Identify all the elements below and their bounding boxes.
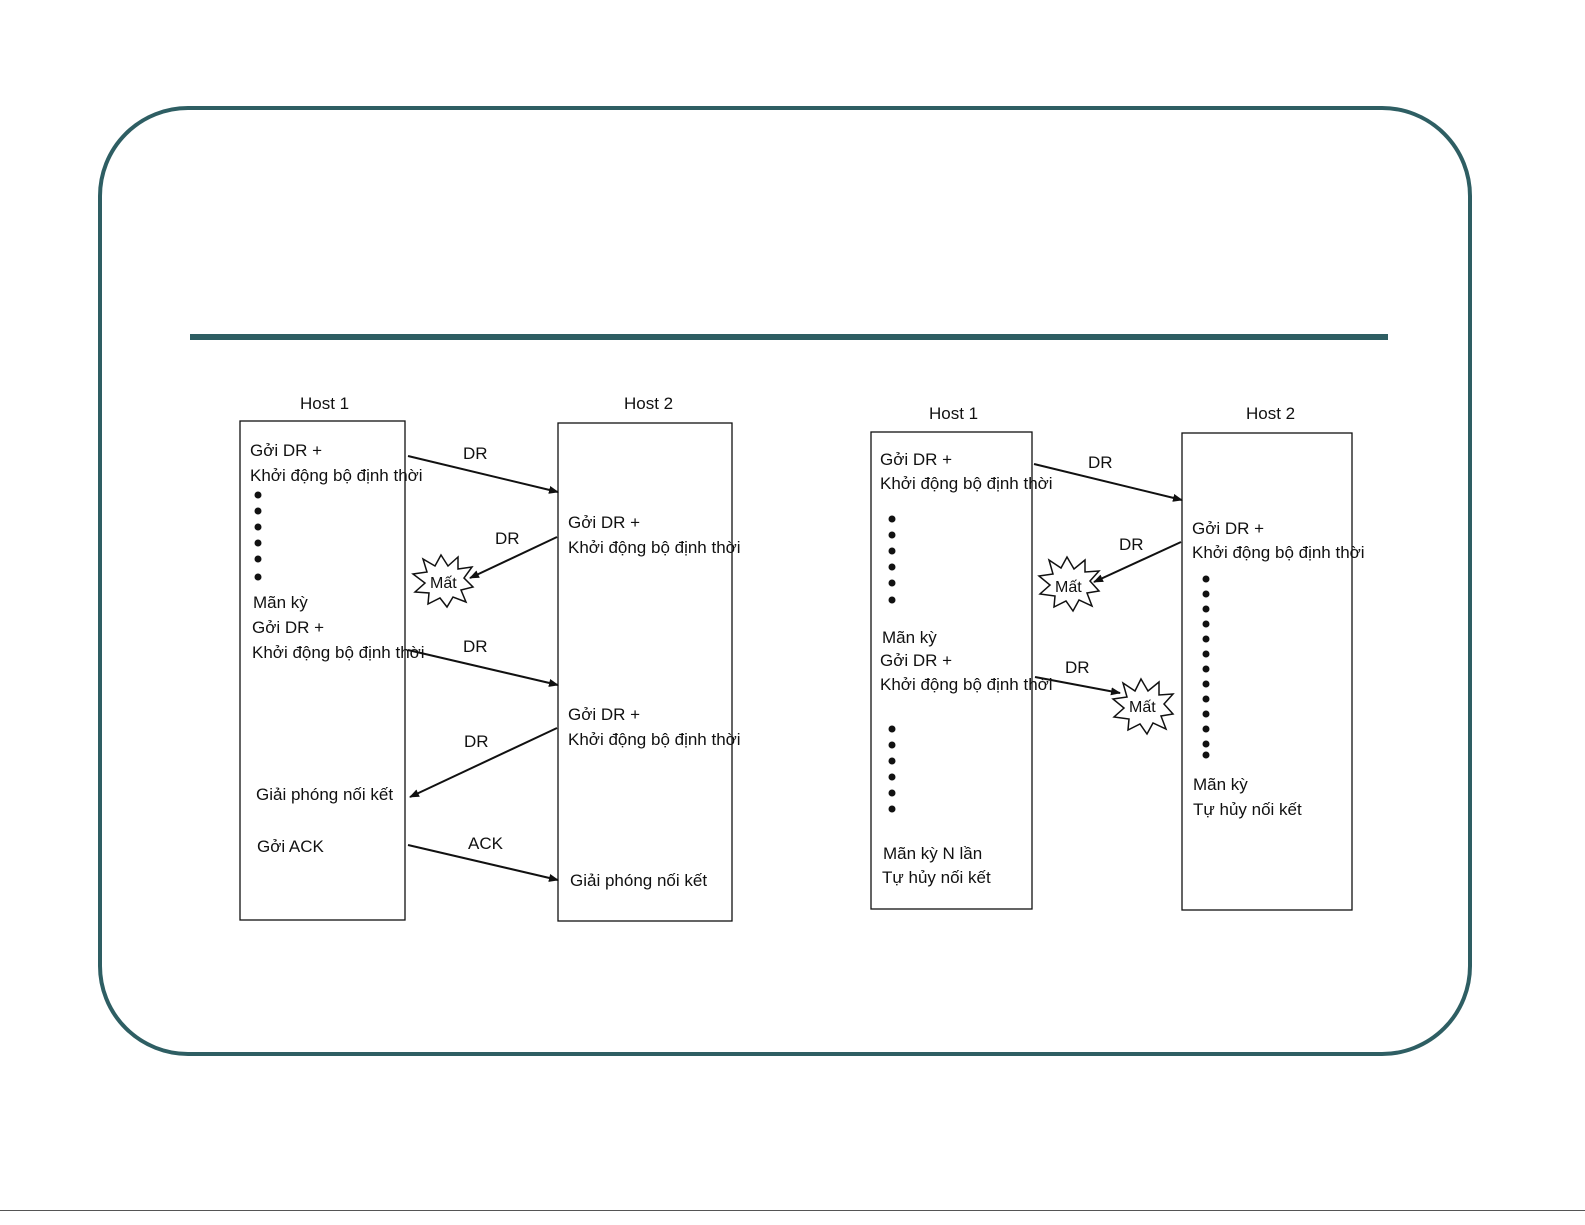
left-host2-label: Host 2 (624, 394, 673, 413)
left-h2-send2-line2: Khởi động bộ định thời (568, 730, 741, 749)
right-host2-box (1181, 432, 1353, 911)
right-h1-timeout: Mãn kỳ (882, 628, 937, 647)
right-h1-send1-line2: Khởi động bộ định thời (880, 474, 1053, 493)
right-arrow-dr3 (1034, 676, 1121, 696)
right-host2-label: Host 2 (1246, 404, 1295, 423)
left-host2-box (557, 422, 733, 922)
left-h2-release: Giải phóng nối kết (570, 871, 707, 890)
right-lost-burst-2: Mất (1111, 677, 1175, 736)
right-lost-label-1: Mất (1055, 579, 1082, 596)
right-lost-burst-1: Mất (1037, 555, 1101, 613)
left-h1-send2-line1: Gởi DR + (252, 618, 324, 637)
left-arrow-dr2-label: DR (495, 529, 520, 548)
right-h1-timeout-n: Mãn kỳ N lần (883, 844, 982, 863)
right-arrow-dr3-label: DR (1065, 658, 1090, 677)
right-diagram: Host 1 Host 2 Gởi DR + Khởi động bộ định… (870, 404, 1365, 911)
left-diagram: Host 1 Host 2 Gởi DR + Khởi động bộ định… (239, 394, 741, 922)
left-arrow-dr4-label: DR (464, 732, 489, 751)
right-h1-send2-line1: Gởi DR + (880, 651, 952, 670)
left-arrow-dr3 (407, 649, 559, 687)
left-h2-send2-line1: Gởi DR + (568, 705, 640, 724)
right-arrow-dr2-label: DR (1119, 535, 1144, 554)
right-arrow-dr1 (1033, 463, 1183, 502)
right-arrow-dr1-label: DR (1088, 453, 1113, 472)
right-h2-self-destroy: Tự hủy nối kết (1193, 800, 1302, 819)
left-h1-send1-line1: Gởi DR + (250, 441, 322, 460)
left-arrow-ack (407, 844, 559, 882)
right-h1-ellipsis-dots-2 (888, 725, 896, 813)
left-h1-send-ack: Gởi ACK (257, 837, 325, 856)
left-arrow-dr1-label: DR (463, 444, 488, 463)
right-host1-box (870, 431, 1033, 910)
right-h2-send1-line1: Gởi DR + (1192, 519, 1264, 538)
left-h1-timeout: Mãn kỳ (253, 593, 308, 612)
right-h1-self-destroy: Tự hủy nối kết (882, 868, 991, 887)
right-lost-label-2: Mất (1129, 699, 1156, 716)
left-arrow-dr1 (407, 455, 559, 494)
left-lost-burst: Mất (411, 553, 475, 609)
right-h2-timeout: Mãn kỳ (1193, 775, 1248, 794)
left-lost-label: Mất (430, 575, 457, 592)
bottom-line (0, 1210, 1585, 1211)
left-arrow-ack-label: ACK (468, 834, 504, 853)
right-h2-send1-line2: Khởi động bộ định thời (1192, 543, 1365, 562)
right-host1-label: Host 1 (929, 404, 978, 423)
left-arrow-dr3-label: DR (463, 637, 488, 656)
right-h1-send2-line2: Khởi động bộ định thời (880, 675, 1053, 694)
left-h2-send1-line2: Khởi động bộ định thời (568, 538, 741, 557)
left-h1-send2-line2: Khởi động bộ định thời (252, 643, 425, 662)
title-rule (190, 334, 1388, 340)
right-h1-ellipsis-dots-1 (888, 515, 896, 604)
left-host1-label: Host 1 (300, 394, 349, 413)
left-arrow-dr2 (469, 536, 558, 579)
right-arrow-dr2 (1093, 541, 1182, 583)
right-h2-ellipsis-dots (1202, 575, 1210, 759)
left-host1-box (239, 420, 406, 921)
left-h1-ellipsis-dots (254, 491, 262, 581)
left-arrow-dr4 (409, 727, 558, 798)
slide-frame (98, 106, 1472, 1056)
left-h1-send1-line2: Khởi động bộ định thời (250, 466, 423, 485)
left-h2-send1-line1: Gởi DR + (568, 513, 640, 532)
right-h1-send1-line1: Gởi DR + (880, 450, 952, 469)
left-h1-release: Giải phóng nối kết (256, 785, 393, 804)
